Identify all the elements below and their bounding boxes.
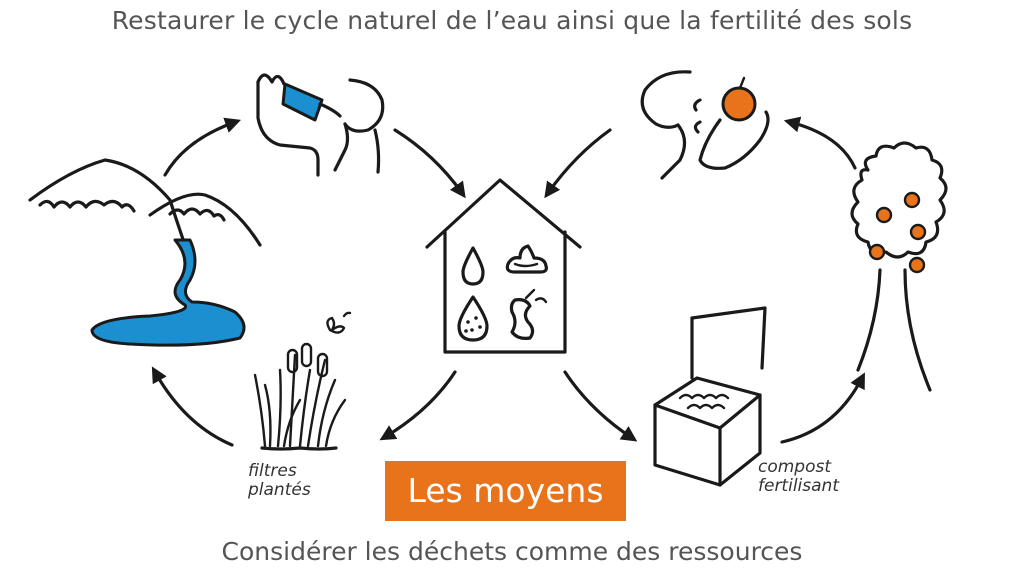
arrow-filter-to-lake (151, 366, 234, 447)
caption-compost-line2: fertilisant (758, 476, 839, 496)
tree-apples (868, 191, 927, 274)
center-label: Les moyens (407, 471, 604, 510)
compost-bin-icon (653, 306, 767, 487)
top-title: Restaurer le cycle naturel de l’eau ains… (111, 6, 913, 35)
caption-compost-line1: compost (758, 457, 832, 477)
person-eating-apple-icon (640, 70, 770, 180)
arrow-mountain-to-drinker (163, 117, 242, 177)
apple-tree-icon (850, 141, 948, 392)
stool-icon (505, 244, 548, 274)
mountain-lake-icon (28, 158, 262, 347)
water-drop-icon (461, 246, 485, 286)
house-resources-icon (425, 178, 582, 354)
arrow-drinker-to-house (393, 128, 466, 199)
caption-filtres-plantes: filtres plantés (248, 462, 311, 500)
butterfly-icon (326, 311, 352, 334)
caption-filtres-line1: filtres (248, 461, 297, 481)
bottom-title: Considérer les déchets comme des ressour… (221, 537, 803, 566)
arrow-eater-to-house (544, 128, 612, 199)
apple-core-icon (509, 288, 548, 340)
caption-compost-fertilisant: compost fertilisant (758, 458, 839, 496)
arrow-house-to-filter (379, 370, 457, 441)
arrow-compost-to-tree (780, 372, 865, 444)
arrow-tree-to-eater (783, 116, 857, 170)
arrow-house-to-compost (563, 370, 638, 442)
person-drinking-icon (256, 73, 385, 177)
reed-filter-icon (253, 311, 352, 451)
urine-drop-icon (457, 295, 489, 342)
cycle-arrows (151, 116, 865, 447)
center-label-box: Les moyens (385, 461, 626, 521)
caption-filtres-line2: plantés (248, 480, 311, 500)
